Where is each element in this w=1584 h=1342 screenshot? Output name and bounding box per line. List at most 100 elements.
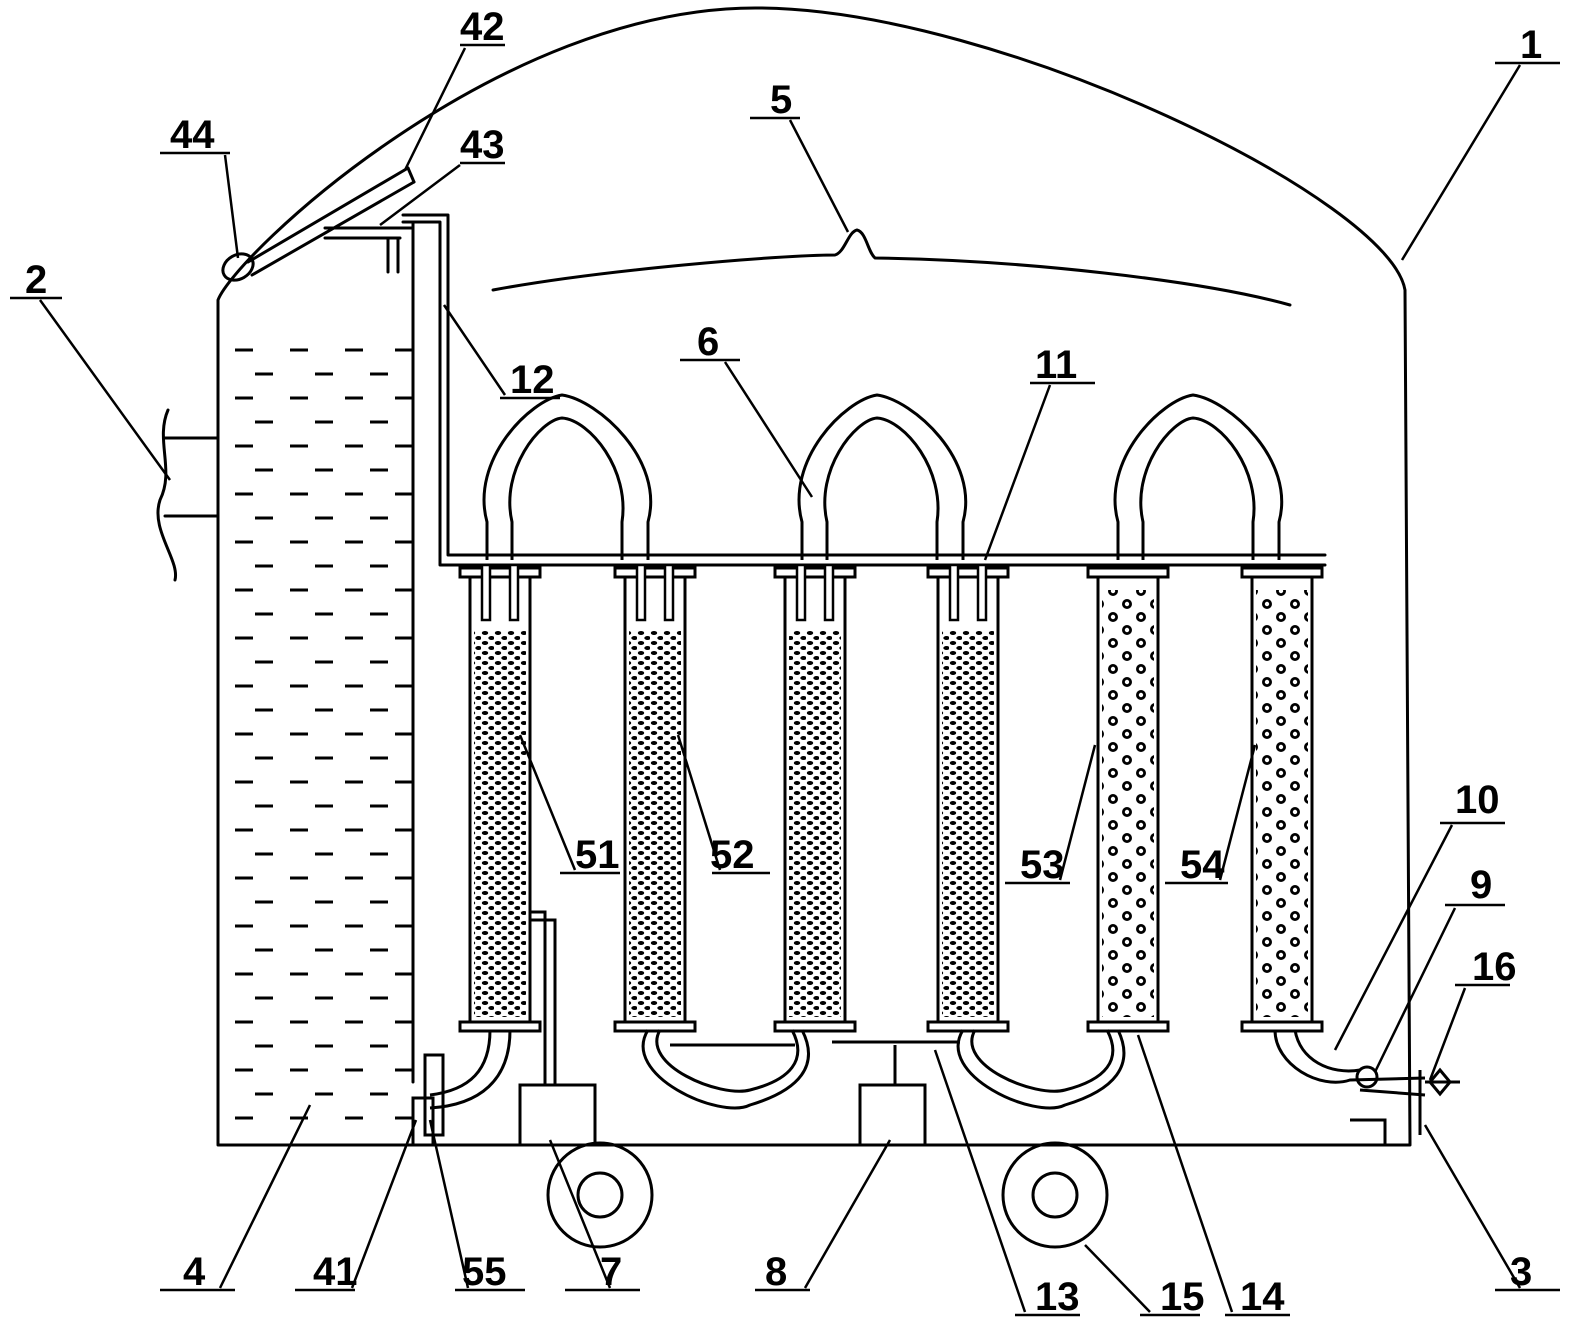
pump-7 xyxy=(518,1083,597,1147)
leader-line xyxy=(676,734,770,875)
label-44: 44 xyxy=(170,113,215,157)
label-12: 12 xyxy=(510,358,555,402)
filter-columns xyxy=(458,563,1324,1033)
leader-line xyxy=(1005,744,1097,885)
filter-column-3 xyxy=(773,563,857,1033)
column-bottom-flange xyxy=(1240,1020,1324,1033)
label-14: 14 xyxy=(1240,1275,1285,1319)
leader-line xyxy=(295,1119,418,1292)
bracket-43 xyxy=(323,226,415,274)
label-52: 52 xyxy=(710,833,755,877)
leader-line xyxy=(160,151,240,259)
label-8: 8 xyxy=(765,1250,787,1294)
leader-line xyxy=(1165,744,1257,885)
label-55: 55 xyxy=(462,1250,507,1294)
leader-line xyxy=(755,1139,892,1292)
label-13: 13 xyxy=(1035,1275,1080,1319)
leader-line xyxy=(750,116,850,233)
pump-line-7 xyxy=(530,918,557,1085)
valve-9 xyxy=(1355,1065,1379,1089)
inlet-tube xyxy=(795,563,807,622)
leader-line xyxy=(10,296,172,481)
inlet-tube xyxy=(635,563,647,622)
leader-line xyxy=(1428,983,1510,1081)
filter-column-6 xyxy=(1240,566,1324,1033)
housing-outline xyxy=(216,6,1412,1147)
label-54: 54 xyxy=(1180,843,1225,887)
label-3: 3 xyxy=(1510,1250,1532,1294)
column-top-flange xyxy=(458,566,542,579)
label-7: 7 xyxy=(600,1250,622,1294)
guide-plate-5 xyxy=(491,228,1292,307)
leader-line xyxy=(160,1104,312,1292)
outlet-stub-3 xyxy=(1350,1070,1422,1145)
label-15: 15 xyxy=(1160,1275,1205,1319)
outlet-pipe-10 xyxy=(1273,1029,1426,1084)
label-16: 16 xyxy=(1472,945,1517,989)
inlet-tube xyxy=(480,563,492,622)
leader-line xyxy=(379,161,505,226)
leader-line xyxy=(1400,61,1560,261)
leader-line xyxy=(1423,1124,1560,1292)
inlet-pipe-2 xyxy=(156,408,220,582)
inlet-tube xyxy=(976,563,988,622)
leader-line xyxy=(518,734,620,875)
leader-line xyxy=(548,1139,640,1292)
outlet-pipes xyxy=(429,910,1426,1110)
arch-connectors-6 xyxy=(482,393,1283,560)
column-top-flange xyxy=(613,566,697,579)
label-2: 2 xyxy=(25,258,47,302)
label-5: 5 xyxy=(770,78,792,122)
label-53: 53 xyxy=(1020,843,1065,887)
leader-line xyxy=(1136,1034,1290,1317)
column-top-flange xyxy=(773,566,857,579)
filter-column-5 xyxy=(1086,566,1170,1033)
outlet-valve-16 xyxy=(1425,1067,1460,1097)
valve-41 xyxy=(411,1096,435,1147)
column-bottom-flange xyxy=(458,1020,542,1033)
leader-line xyxy=(1373,903,1505,1073)
column-bottom-flange xyxy=(773,1020,857,1033)
wheel-15 xyxy=(1001,1141,1109,1249)
label-6: 6 xyxy=(697,320,719,364)
column-top-flange xyxy=(1086,566,1170,579)
inlet-tube xyxy=(663,563,675,622)
pump-8 xyxy=(858,1083,927,1147)
leader-line xyxy=(933,1049,1080,1317)
leader-line xyxy=(983,381,1095,561)
wheel-left xyxy=(546,1141,654,1249)
column-top-flange xyxy=(1240,566,1324,579)
outlet-pipe-55 xyxy=(429,1029,492,1097)
filter-column-2 xyxy=(613,563,697,1033)
column-bottom-flange xyxy=(1086,1020,1170,1033)
leader-line xyxy=(442,304,560,400)
label-4: 4 xyxy=(183,1250,206,1294)
leader-line xyxy=(403,43,505,171)
label-42: 42 xyxy=(460,5,505,49)
label-10: 10 xyxy=(1455,778,1500,822)
leader-line xyxy=(428,1119,525,1292)
lower-u-connectors xyxy=(641,1029,1126,1110)
leader-line xyxy=(680,358,814,498)
callout-labels: 42 43 44 2 12 5 6 11 1 51 52 53 54 10 9 … xyxy=(25,5,1542,1319)
label-43: 43 xyxy=(460,123,505,167)
leader-lines xyxy=(10,43,1560,1317)
column-bottom-flange xyxy=(926,1020,1010,1033)
inlet-tube xyxy=(508,563,520,622)
leader-line xyxy=(1084,1244,1200,1317)
label-41: 41 xyxy=(313,1250,358,1294)
label-51: 51 xyxy=(575,833,620,877)
filter-column-1 xyxy=(458,563,542,1033)
column-top-flange xyxy=(926,566,1010,579)
label-11: 11 xyxy=(1035,343,1077,387)
inlet-tube xyxy=(948,563,960,622)
feed-pipe-12 xyxy=(401,213,1327,567)
liquid-dashes xyxy=(235,348,413,1120)
filter-column-4 xyxy=(926,563,1010,1033)
inlet-tube xyxy=(823,563,835,622)
label-1: 1 xyxy=(1520,23,1542,67)
label-9: 9 xyxy=(1470,863,1492,907)
leader-line xyxy=(1333,821,1505,1051)
column-bottom-flange xyxy=(613,1020,697,1033)
